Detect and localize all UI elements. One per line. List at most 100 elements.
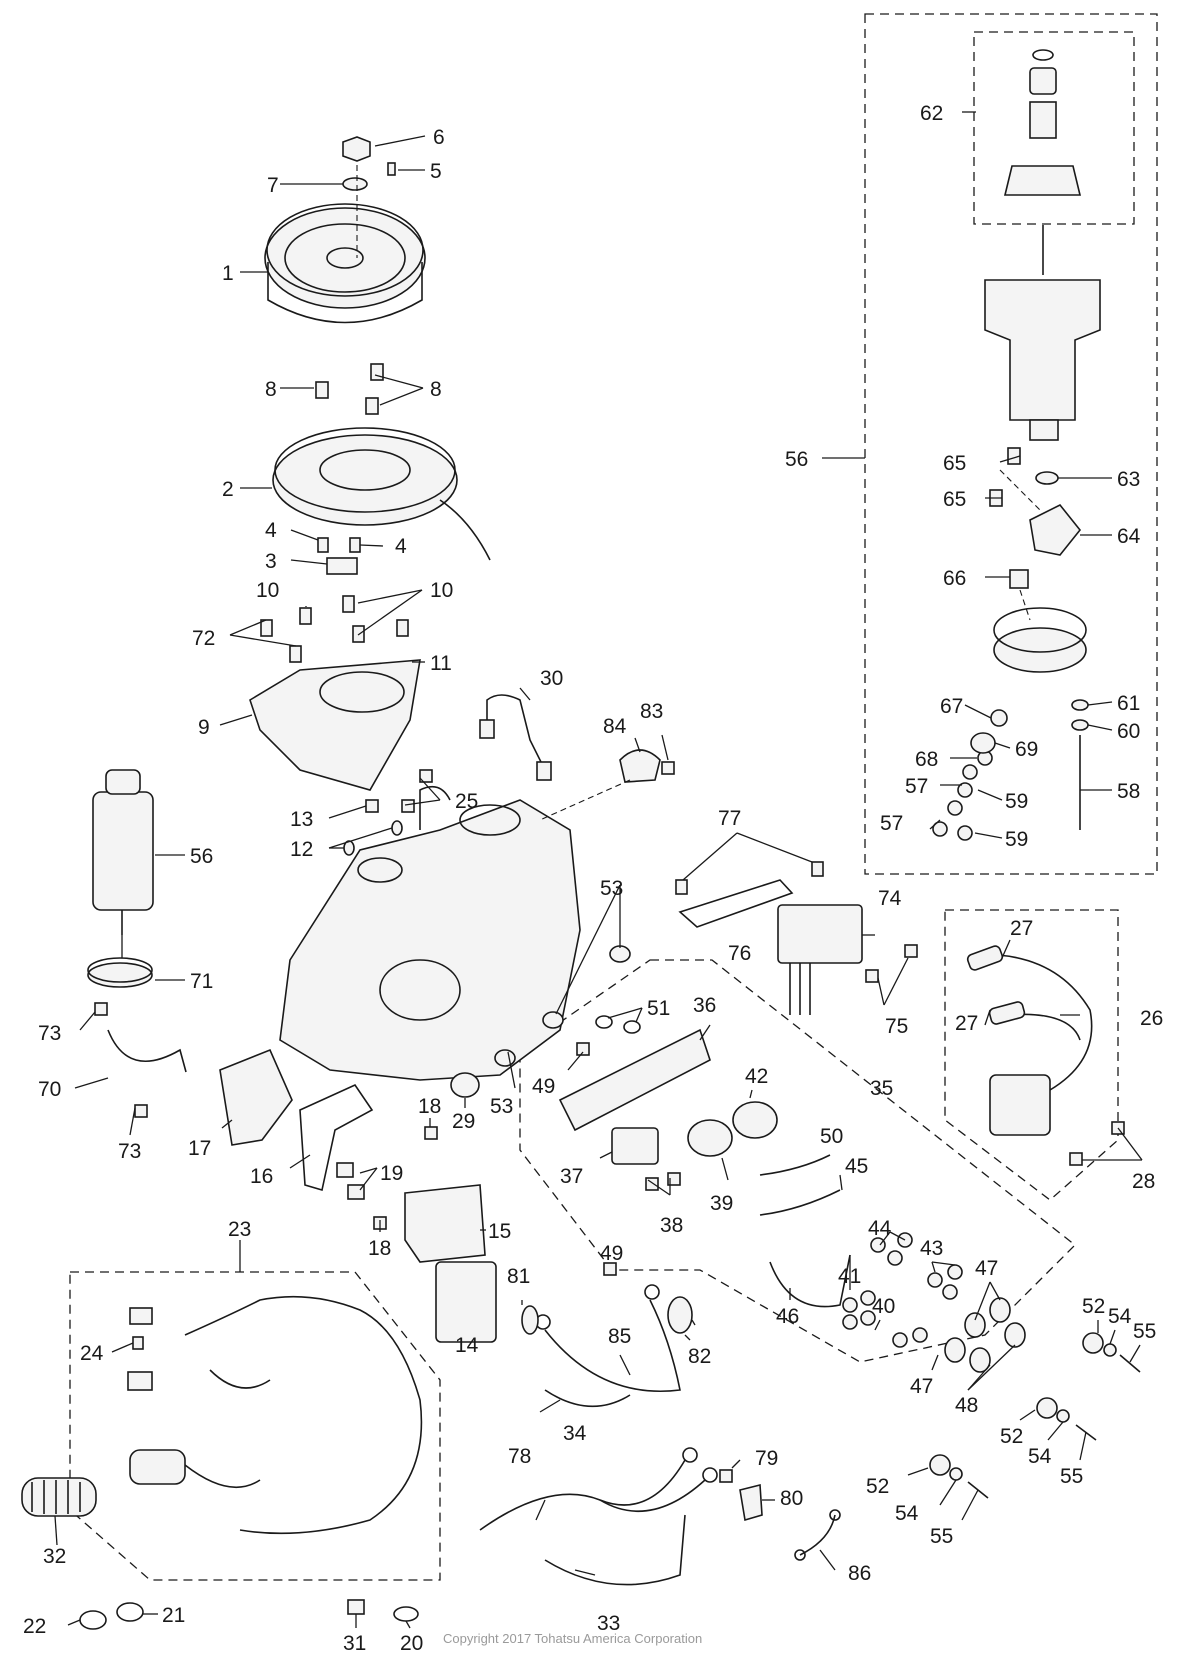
stator-bolts bbox=[315, 363, 384, 415]
callout-17: 17 bbox=[188, 1137, 211, 1160]
callout-5: 5 bbox=[430, 160, 442, 183]
callout-41: 41 bbox=[838, 1265, 861, 1288]
callout-23: 23 bbox=[228, 1218, 251, 1241]
callout-21: 21 bbox=[162, 1604, 185, 1627]
callout-49b: 49 bbox=[600, 1242, 623, 1265]
callout-30: 30 bbox=[540, 667, 563, 690]
band bbox=[393, 1606, 419, 1622]
callout-79: 79 bbox=[755, 1447, 778, 1470]
callout-14: 14 bbox=[455, 1334, 479, 1357]
callout-75: 75 bbox=[885, 1015, 908, 1038]
junction-box-group-box bbox=[519, 959, 1076, 1363]
power-head-block bbox=[279, 785, 581, 1081]
callout-52b: 52 bbox=[1000, 1425, 1023, 1448]
callout-63: 63 bbox=[1117, 468, 1140, 491]
callout-73a: 73 bbox=[38, 1022, 61, 1045]
callout-15: 15 bbox=[488, 1220, 511, 1243]
callout-labels: 6 7 5 1 8 8 2 4 4 3 10 10 72 11 9 13 25 … bbox=[23, 102, 1163, 1655]
terminal-boot bbox=[667, 1296, 693, 1334]
callout-85: 85 bbox=[608, 1325, 631, 1348]
callout-19: 19 bbox=[380, 1162, 403, 1185]
callout-65a: 65 bbox=[943, 452, 966, 475]
callout-20: 20 bbox=[400, 1632, 423, 1655]
callout-25: 25 bbox=[455, 790, 478, 813]
callout-10b: 10 bbox=[430, 579, 453, 602]
callout-71: 71 bbox=[190, 970, 213, 993]
callout-81: 81 bbox=[507, 1265, 530, 1288]
flywheel-washer bbox=[342, 177, 368, 191]
stator-coil bbox=[272, 427, 491, 561]
callout-54b: 54 bbox=[1028, 1445, 1052, 1468]
callout-69: 69 bbox=[1015, 738, 1038, 761]
callout-8b: 8 bbox=[430, 378, 442, 401]
callout-73b: 73 bbox=[118, 1140, 141, 1163]
flywheel-key bbox=[387, 162, 396, 176]
corrugated-tube bbox=[21, 1477, 97, 1517]
starter-pinion-group-box bbox=[973, 31, 1135, 225]
base-bolts bbox=[365, 769, 433, 813]
callout-45: 45 bbox=[845, 1155, 868, 1178]
ignition-coil bbox=[989, 954, 1093, 1136]
clamp-bolt bbox=[661, 761, 675, 775]
mount-screws bbox=[967, 1354, 1141, 1499]
group-boxes bbox=[69, 13, 1158, 1581]
starter-bracket bbox=[107, 1029, 187, 1073]
starter-motor-left bbox=[92, 769, 154, 935]
wire-harness bbox=[129, 1295, 423, 1535]
callout-22: 22 bbox=[23, 1615, 46, 1638]
callout-10a: 10 bbox=[256, 579, 279, 602]
starter-brush bbox=[1009, 569, 1029, 589]
callout-47b: 47 bbox=[910, 1375, 933, 1398]
callout-44: 44 bbox=[868, 1217, 892, 1240]
mount-grommets bbox=[929, 1332, 1104, 1476]
callout-42: 42 bbox=[745, 1065, 768, 1088]
callout-18b: 18 bbox=[368, 1237, 391, 1260]
callout-80: 80 bbox=[780, 1487, 803, 1510]
starter-end-cap bbox=[993, 607, 1087, 673]
copyright-notice: Copyright 2017 Tohatsu America Corporati… bbox=[443, 1631, 702, 1646]
callout-68: 68 bbox=[915, 748, 938, 771]
callout-13: 13 bbox=[290, 808, 313, 831]
callout-40: 40 bbox=[872, 1295, 895, 1318]
callout-18a: 18 bbox=[418, 1095, 441, 1118]
terminal-cap bbox=[739, 1483, 763, 1522]
callout-35: 35 bbox=[870, 1077, 893, 1100]
callout-55c: 55 bbox=[930, 1525, 953, 1548]
hose-clips bbox=[79, 1602, 144, 1630]
starter-motor-group-box bbox=[864, 13, 1158, 875]
callout-77: 77 bbox=[718, 807, 741, 830]
sensor-cord bbox=[479, 694, 552, 781]
callout-12: 12 bbox=[290, 838, 313, 861]
callout-49a: 49 bbox=[532, 1075, 555, 1098]
terminal-caps bbox=[944, 1297, 1026, 1373]
starter-nuts-washers bbox=[932, 699, 1089, 841]
callout-70: 70 bbox=[38, 1078, 61, 1101]
callout-82: 82 bbox=[688, 1345, 711, 1368]
callout-33: 33 bbox=[597, 1612, 620, 1635]
callout-61: 61 bbox=[1117, 692, 1140, 715]
fuse bbox=[132, 1336, 144, 1350]
callout-24: 24 bbox=[80, 1342, 104, 1365]
callout-38: 38 bbox=[660, 1214, 683, 1237]
cdi-unit bbox=[435, 1261, 497, 1343]
callout-55b: 55 bbox=[1060, 1465, 1083, 1488]
corrugated-tube-long bbox=[544, 1514, 686, 1586]
fuse-clips bbox=[595, 1015, 641, 1034]
callout-3: 3 bbox=[265, 550, 277, 573]
fuse-leads bbox=[759, 1154, 851, 1308]
cable-boot bbox=[521, 1305, 539, 1335]
callout-52c: 52 bbox=[866, 1475, 889, 1498]
starter-washer bbox=[1035, 471, 1059, 485]
callout-74: 74 bbox=[878, 887, 902, 910]
grommet-plug bbox=[347, 1599, 365, 1615]
fuse-holder-set bbox=[558, 1028, 711, 1132]
starter-motor-right bbox=[984, 225, 1101, 441]
callout-66: 66 bbox=[943, 567, 966, 590]
callout-16: 16 bbox=[250, 1165, 273, 1188]
callout-48: 48 bbox=[955, 1394, 978, 1417]
leader-lines bbox=[54, 111, 1143, 1629]
starter-pinion-parts bbox=[1003, 49, 1082, 196]
starter-relay-pair bbox=[687, 1101, 778, 1157]
relay bbox=[611, 1127, 659, 1165]
